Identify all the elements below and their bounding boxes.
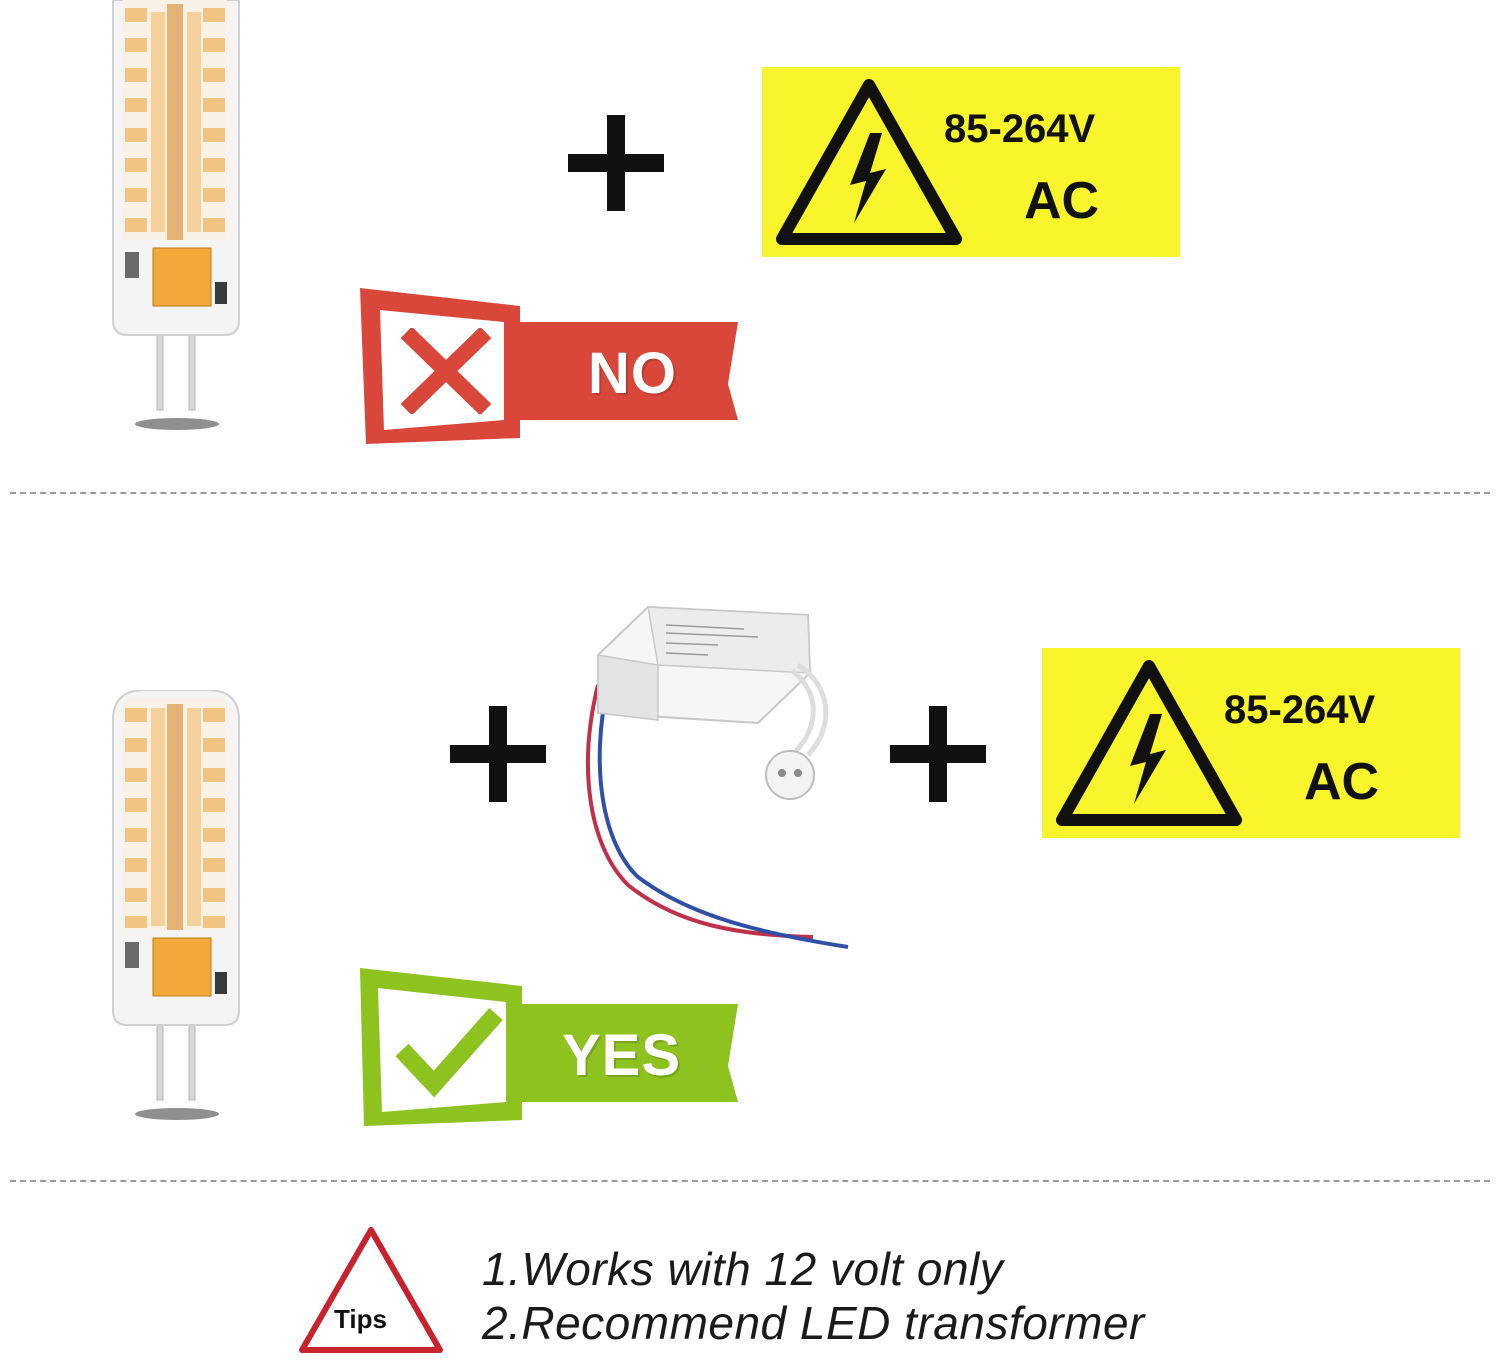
- section-divider: [10, 1180, 1490, 1182]
- plus-icon: [890, 706, 986, 802]
- check-mark-icon: [395, 1008, 503, 1098]
- led-bulb-icon: [112, 690, 240, 1120]
- voltage-range-text: 85-264V: [944, 107, 1096, 151]
- yes-label: YES: [562, 1023, 682, 1088]
- led-transformer-icon: [586, 605, 849, 949]
- high-voltage-warning-icon: [1056, 660, 1242, 826]
- tips-warning-triangle-icon: [299, 1227, 443, 1353]
- tips-badge: Tips: [334, 1304, 387, 1334]
- plus-icon: [450, 706, 546, 802]
- x-mark-icon: [400, 328, 492, 414]
- tip-line: 2.Recommend LED transformer: [482, 1297, 1145, 1349]
- voltage-warning-label: 85-264V AC: [1042, 648, 1460, 838]
- high-voltage-warning-icon: [776, 79, 962, 245]
- plus-icon: [568, 115, 664, 211]
- section-divider: [10, 492, 1490, 494]
- current-type-text: AC: [1024, 172, 1100, 230]
- no-label: NO: [588, 341, 677, 406]
- yes-banner-ribbon: [360, 968, 738, 1126]
- voltage-warning-label: 85-264V AC: [762, 67, 1180, 257]
- led-chips: [125, 8, 225, 232]
- led-bulb-icon: [112, 0, 240, 430]
- voltage-range-text: 85-264V: [1224, 688, 1376, 732]
- current-type-text: AC: [1304, 753, 1380, 811]
- tip-line: 1.Works with 12 volt only: [482, 1243, 1004, 1295]
